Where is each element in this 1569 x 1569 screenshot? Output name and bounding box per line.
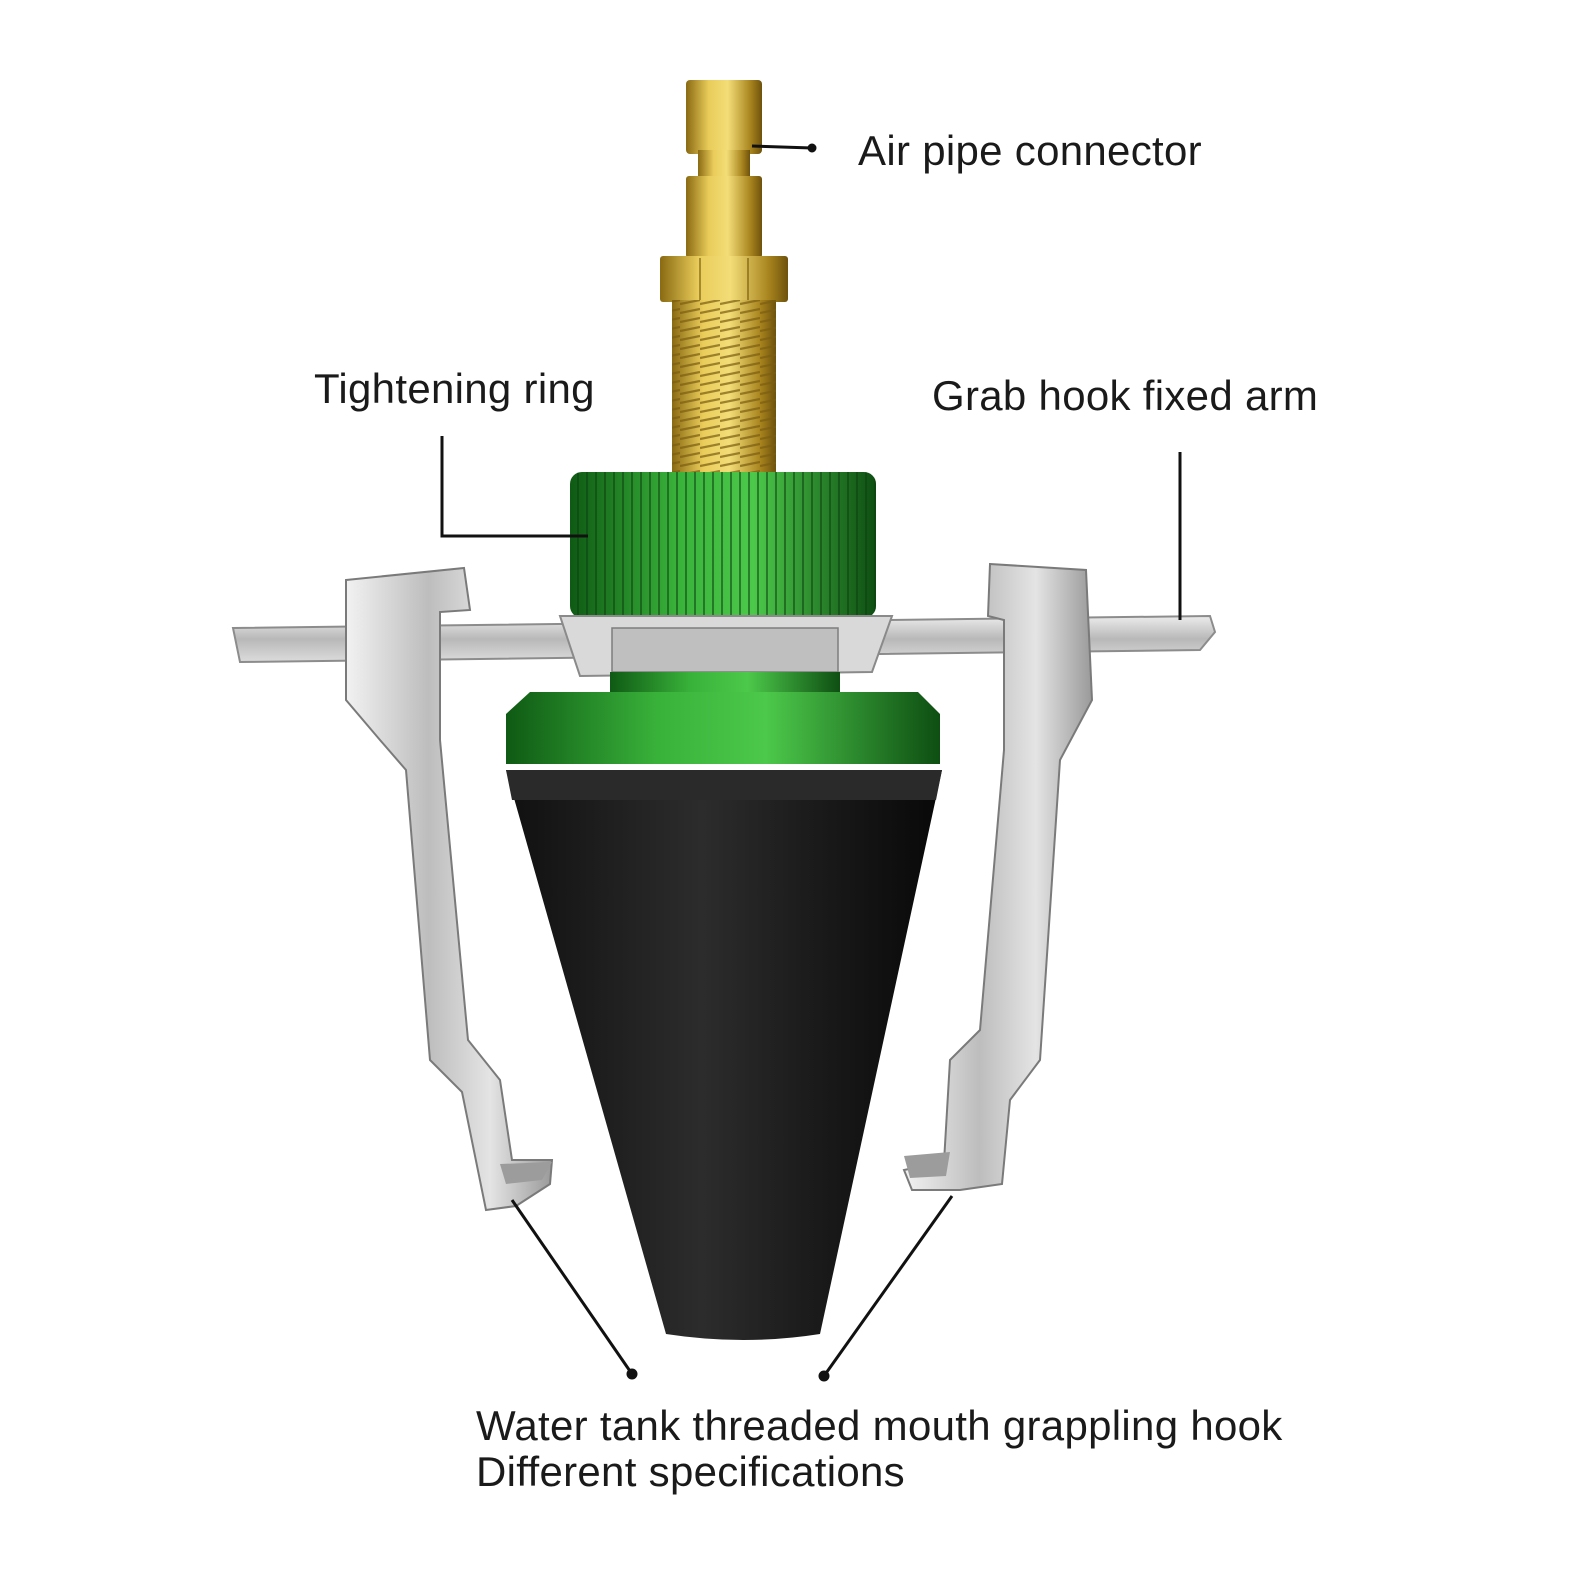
leader-right-hook-dot <box>818 1370 830 1382</box>
leader-air-connector-dot <box>807 143 817 153</box>
label-grab-hook-fixed-arm: Grab hook fixed arm <box>932 372 1319 419</box>
tightening-ring-part <box>570 472 876 618</box>
leader-lines <box>440 143 1182 1382</box>
leader-tightening-ring <box>440 436 588 538</box>
leader-left-hook <box>510 1199 634 1375</box>
label-tightening-ring: Tightening ring <box>314 365 595 412</box>
leader-air-connector <box>751 144 813 150</box>
air-connector-part <box>660 80 788 480</box>
leader-left-hook-dot <box>626 1368 638 1380</box>
fixed-arm-bar <box>231 614 1217 678</box>
label-different-specifications: Different specifications <box>476 1448 905 1495</box>
leader-right-hook <box>822 1195 954 1377</box>
label-air-pipe-connector: Air pipe connector <box>858 127 1202 174</box>
right-hook-arm <box>902 562 1094 1191</box>
sealing-cone-part <box>506 672 942 1340</box>
left-hook-arm <box>345 566 554 1212</box>
label-water-tank-hook: Water tank threaded mouth grappling hook <box>476 1402 1283 1449</box>
